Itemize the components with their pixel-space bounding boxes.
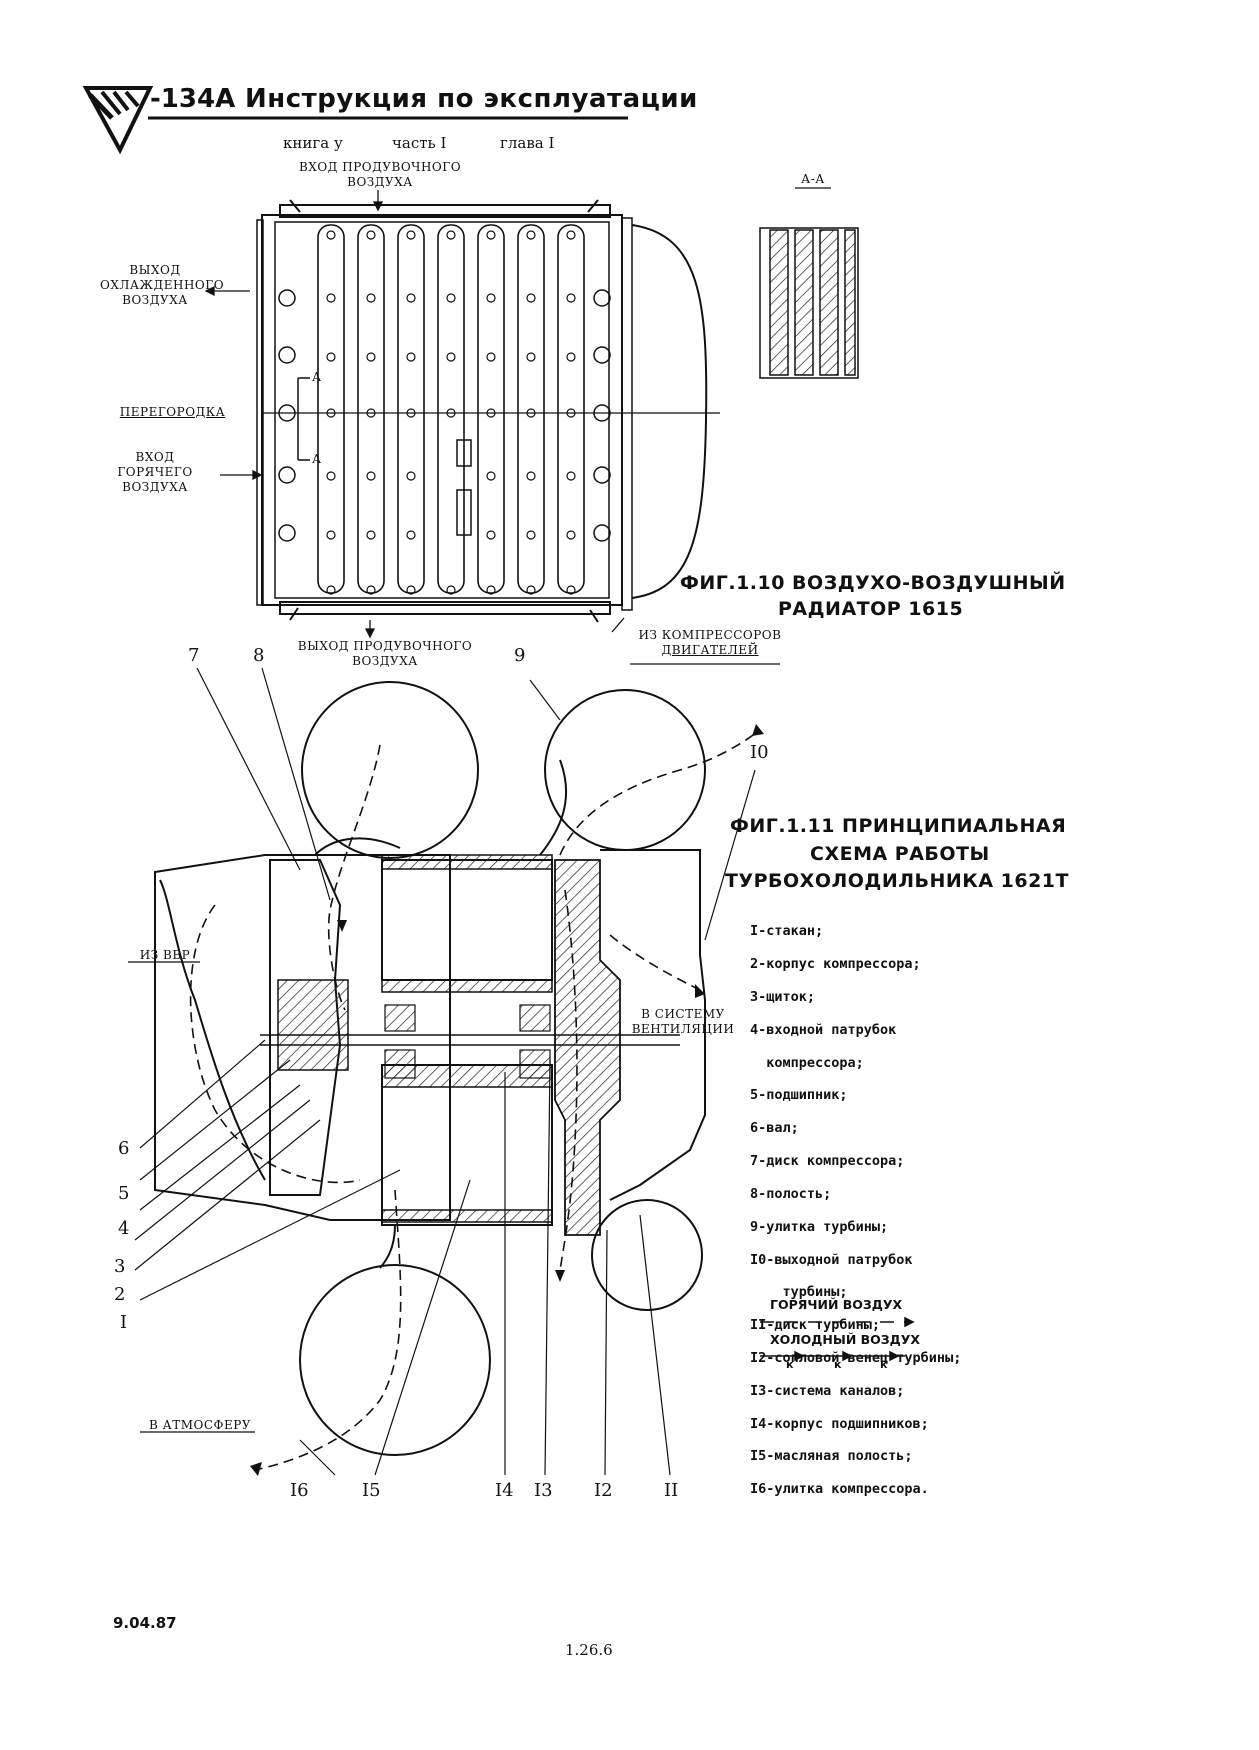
label-cooled-out-2: ОХЛАЖДЕННОГО <box>100 278 225 292</box>
callout-13: I3 <box>534 1480 553 1501</box>
callout-1: I <box>120 1312 128 1333</box>
label-hot-in-1: ВХОД <box>135 450 175 464</box>
parts-list-item: 2-корпус компрессора; <box>750 956 921 973</box>
label-cooled-out-1: ВЫХОД <box>129 263 181 277</box>
callout-11: II <box>664 1480 679 1501</box>
parts-list-item: компрессора; <box>750 1054 864 1071</box>
callout-2: 2 <box>114 1284 126 1305</box>
label-hot-in-2: ГОРЯЧЕГО <box>117 465 193 479</box>
legend-hot-air: ГОРЯЧИЙ ВОЗДУХ <box>770 1297 903 1312</box>
tu-logo <box>82 86 154 155</box>
fig111-label-lines <box>128 663 780 1433</box>
parts-list: I-стакан; 2-корпус компрессора; 3-щиток;… <box>750 907 961 1514</box>
book-label: книга у <box>283 134 343 152</box>
fig111-caption-line3: ТУРБОХОЛОДИЛЬНИКА 1621Т <box>725 870 1069 892</box>
flow-arrowheads <box>250 724 764 1476</box>
label-hot-in-3: ВОЗДУХА <box>122 480 188 494</box>
callout-5: 5 <box>118 1183 130 1204</box>
label-purge-out-1: ВЫХОД ПРОДУВОЧНОГО <box>297 639 473 653</box>
callout-12: I2 <box>594 1480 613 1501</box>
label-partition: ПЕРЕГОРОДКА <box>119 405 226 419</box>
radiator-arrows <box>204 190 625 639</box>
label-to-ventilation-1: В СИСТЕМУ <box>641 1007 725 1021</box>
fig111-caption-line1: ФИГ.1.11 ПРИНЦИПИАЛЬНАЯ <box>730 815 1067 837</box>
callout-16: I6 <box>290 1480 309 1501</box>
callout-15: I5 <box>362 1480 381 1501</box>
parts-list-item: 4-входной патрубок <box>750 1021 897 1038</box>
section-marker-top: А <box>312 370 322 384</box>
callout-4: 4 <box>118 1218 130 1239</box>
parts-list-item: I4-корпус подшипников; <box>750 1415 929 1432</box>
turbocooler-drawing <box>154 681 706 1456</box>
parts-list-item: 8-полость; <box>750 1185 832 1202</box>
part-label: часть I <box>392 134 447 152</box>
callout-8: 8 <box>253 645 265 666</box>
document-title: Инструкция по эксплуатации <box>245 84 698 114</box>
parts-list-item: 9-улитка турбины; <box>750 1218 889 1235</box>
parts-list-item: I0-выходной патрубок <box>750 1251 913 1268</box>
parts-list-item: 7-диск компрессора; <box>750 1153 905 1170</box>
label-from-compressors-1: ИЗ КОМПРЕССОРОВ <box>638 628 782 642</box>
label-from-compressors-2: ДВИГАТЕЛЕЙ <box>661 643 759 657</box>
callout-7: 7 <box>188 645 200 666</box>
label-cooled-out-3: ВОЗДУХА <box>122 293 188 307</box>
parts-list-item: 5-подшипник; <box>750 1087 848 1104</box>
legend-cold-air: ХОЛОДНЫЙ ВОЗДУХ <box>770 1332 921 1347</box>
callout-10: I0 <box>750 742 769 763</box>
footer-date: 9.04.87 <box>113 1614 177 1632</box>
section-aa-label: А-А <box>801 172 825 186</box>
section-aa-drawing <box>759 187 859 379</box>
label-purge-in-1: ВХОД ПРОДУВОЧНОГО <box>298 160 462 174</box>
parts-list-item: 6-вал; <box>750 1120 799 1137</box>
parts-list-item: I3-система каналов; <box>750 1382 905 1399</box>
label-purge-out-2: ВОЗДУХА <box>352 654 418 668</box>
fig110-caption-line2: РАДИАТОР 1615 <box>778 598 964 620</box>
label-to-ventilation-2: ВЕНТИЛЯЦИИ <box>631 1022 735 1036</box>
callout-6: 6 <box>118 1138 130 1159</box>
radiator-drawing <box>256 199 720 623</box>
parts-list-item: II-диск турбины; <box>750 1317 881 1334</box>
legend-samples <box>760 1316 915 1362</box>
legend-cold-marker: к <box>786 1358 794 1371</box>
callout-3: 3 <box>114 1256 126 1277</box>
parts-list-item: I2-сопловой венец турбины; <box>750 1349 962 1366</box>
callout-9: 9 <box>514 645 526 666</box>
fig111-caption-line2: СХЕМА РАБОТЫ <box>810 843 990 865</box>
fig110-caption-line1: ФИГ.1.10 ВОЗДУХО-ВОЗДУШНЫЙ <box>680 572 1066 594</box>
page-number: 1.26.6 <box>565 1641 613 1659</box>
legend-cold-marker: к <box>880 1358 888 1371</box>
label-to-atmosphere: В АТМОСФЕРУ <box>149 1418 251 1432</box>
section-marker-bottom: А <box>312 452 322 466</box>
flow-lines <box>189 729 761 1471</box>
label-purge-in-2: ВОЗДУХА <box>347 175 413 189</box>
parts-list-item: I6-улитка компрессора. <box>750 1481 929 1498</box>
parts-list-item: I5-масляная полость; <box>750 1448 913 1465</box>
legend-cold-marker: к <box>834 1358 842 1371</box>
label-from-vvr: ИЗ ВВР <box>139 948 191 962</box>
callout-14: I4 <box>495 1480 514 1501</box>
parts-list-item: 3-щиток; <box>750 989 816 1006</box>
callout-leaders <box>134 667 756 1476</box>
chapter-label: глава I <box>500 134 555 152</box>
parts-list-item: I-стакан; <box>750 923 824 940</box>
model-code: -134А <box>150 84 236 114</box>
parts-list-item: турбины; <box>750 1284 848 1301</box>
